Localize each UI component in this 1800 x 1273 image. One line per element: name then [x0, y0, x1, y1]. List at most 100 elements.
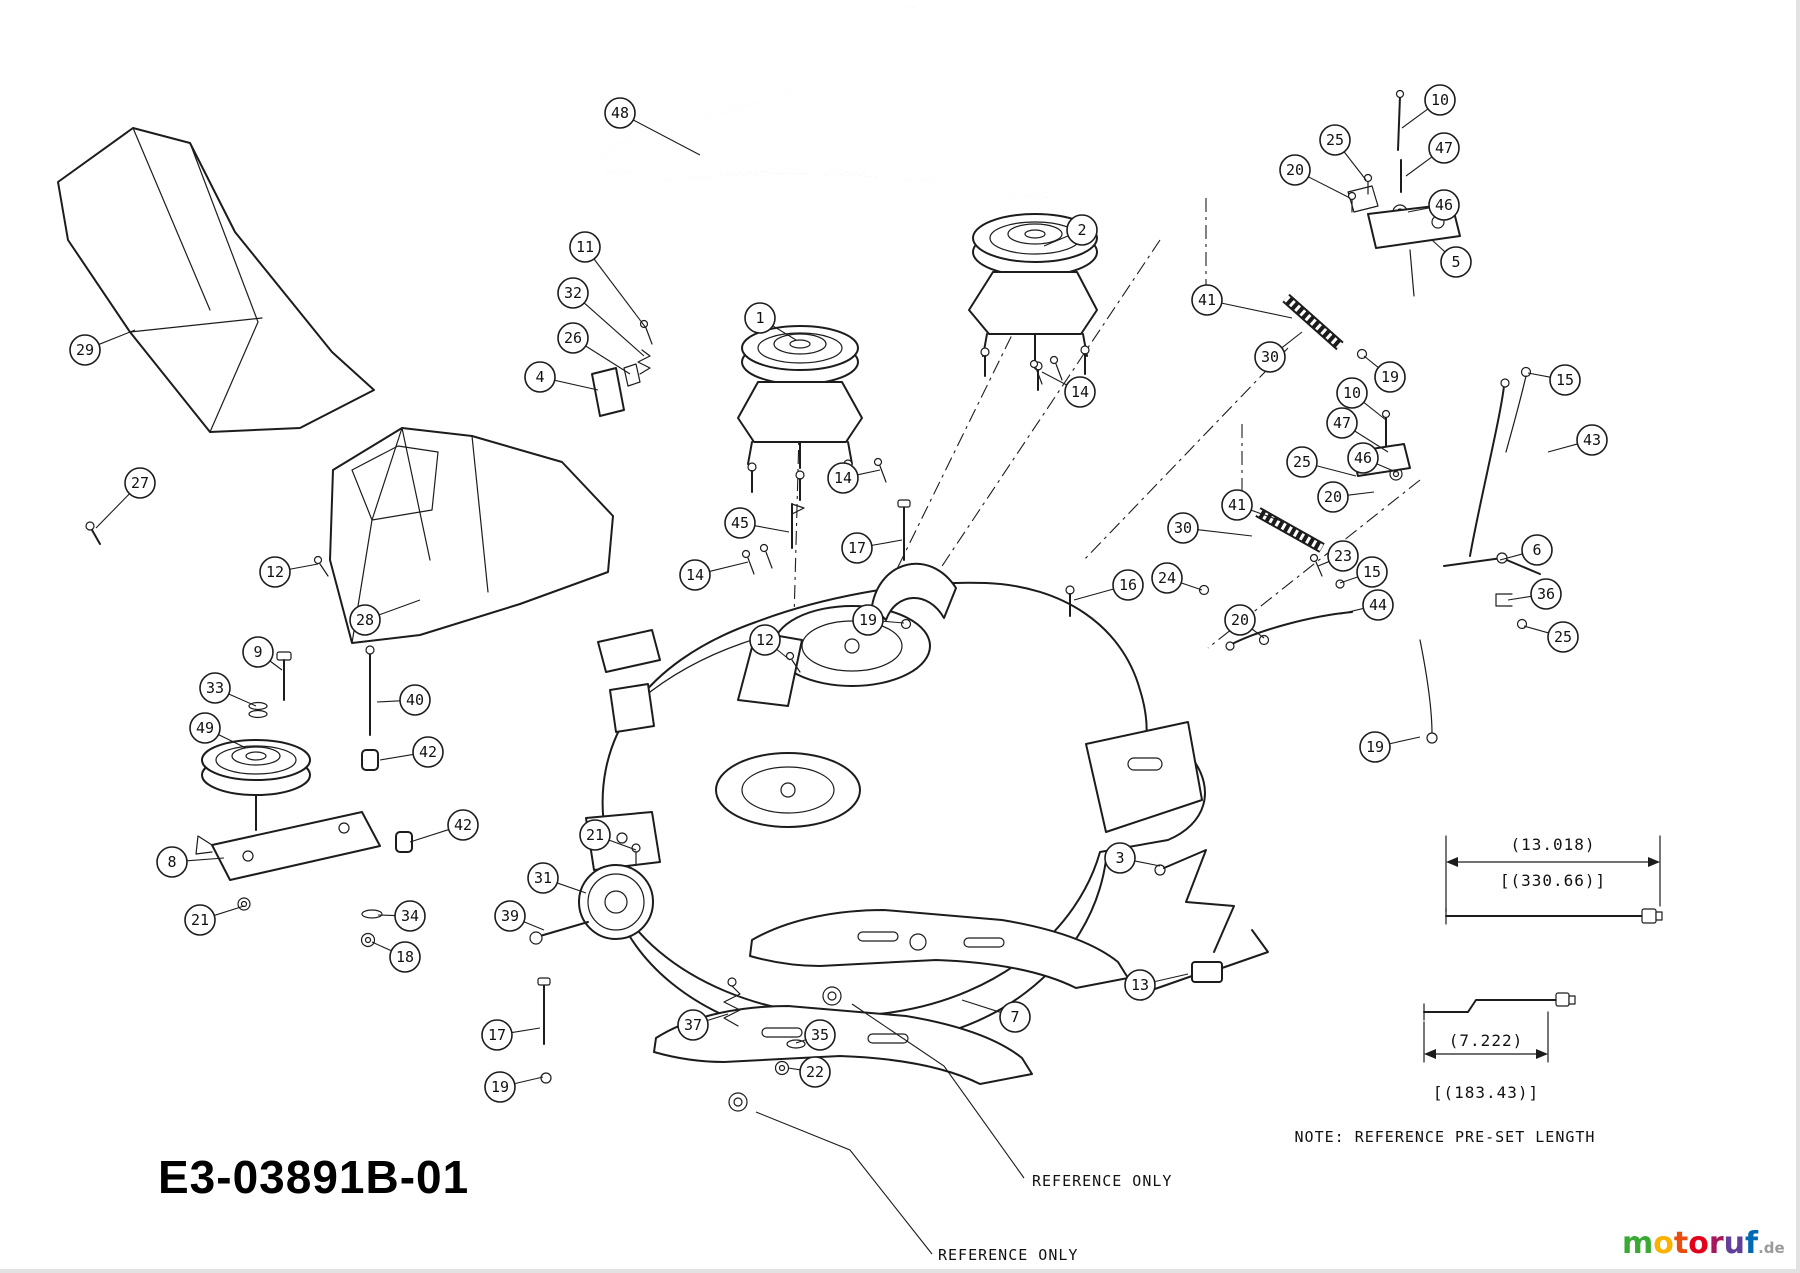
- callout-19: 19: [1363, 355, 1406, 393]
- callout-41: 41: [1191, 284, 1293, 319]
- callout-29: 29: [69, 329, 136, 366]
- callout-10: 10: [1401, 84, 1456, 129]
- svg-text:40: 40: [406, 691, 424, 709]
- callout-13: 13: [1124, 969, 1189, 1001]
- svg-text:14: 14: [686, 566, 704, 584]
- logo-letter: o: [1653, 1226, 1674, 1261]
- diagram-part-number: E3-03891B-01: [158, 1151, 470, 1203]
- callout-46: 46: [1407, 189, 1460, 221]
- svg-text:46: 46: [1354, 449, 1372, 467]
- svg-text:20: 20: [1231, 611, 1249, 629]
- svg-text:48: 48: [611, 104, 629, 122]
- svg-text:19: 19: [1366, 738, 1384, 756]
- idler-pulley-drawing: [195, 645, 413, 948]
- callout-45: 45: [724, 507, 790, 539]
- svg-text:5: 5: [1451, 253, 1460, 271]
- callout-3: 3: [1104, 842, 1161, 874]
- callout-25: 25: [1319, 124, 1367, 181]
- svg-text:12: 12: [756, 631, 774, 649]
- callout-28: 28: [349, 599, 421, 636]
- callout-20: 20: [1279, 154, 1351, 199]
- callout-26: 26: [557, 322, 631, 375]
- dimension-lower-drawing: (7.222) [(183.43)]: [1423, 992, 1576, 1102]
- callout-41: 41: [1221, 489, 1285, 523]
- motoruf-logo-suffix: .de: [1758, 1239, 1785, 1257]
- callout-14: 14: [1041, 371, 1096, 408]
- svg-text:25: 25: [1326, 131, 1344, 149]
- svg-text:34: 34: [401, 907, 419, 925]
- callout-21: 21: [579, 819, 637, 851]
- callout-37: 37: [677, 1009, 729, 1041]
- svg-text:39: 39: [501, 907, 519, 925]
- callout-4: 4: [524, 361, 599, 393]
- callout-19: 19: [852, 604, 905, 636]
- reference-note-group: NOTE: REFERENCE PRE-SET LENGTH REFERENCE…: [755, 1003, 1596, 1264]
- svg-text:26: 26: [564, 329, 582, 347]
- callout-35: 35: [795, 1019, 836, 1051]
- callout-32: 32: [557, 277, 645, 357]
- svg-text:46: 46: [1435, 196, 1453, 214]
- logo-letter: m: [1622, 1226, 1654, 1261]
- callout-47: 47: [1405, 132, 1460, 177]
- svg-text:20: 20: [1286, 161, 1304, 179]
- callout-1: 1: [744, 302, 797, 341]
- svg-text:2: 2: [1077, 221, 1086, 239]
- svg-text:3: 3: [1115, 849, 1124, 867]
- svg-text:20: 20: [1324, 488, 1342, 506]
- svg-text:30: 30: [1261, 348, 1279, 366]
- dim-lower-secondary: [(183.43)]: [1433, 1083, 1539, 1102]
- callout-12: 12: [749, 624, 791, 661]
- callout-17: 17: [841, 532, 903, 564]
- callout-44: 44: [1339, 589, 1394, 621]
- svg-text:11: 11: [576, 238, 594, 256]
- svg-text:25: 25: [1554, 628, 1572, 646]
- dim-lower-primary: (7.222): [1449, 1031, 1523, 1050]
- dim-upper-secondary: [(330.66)]: [1500, 871, 1606, 890]
- svg-text:41: 41: [1198, 291, 1216, 309]
- svg-text:8: 8: [167, 853, 176, 871]
- motoruf-logo-text: motoruf: [1622, 1226, 1758, 1261]
- preset-length-note: NOTE: REFERENCE PRE-SET LENGTH: [1295, 1128, 1596, 1146]
- callout-23: 23: [1317, 540, 1359, 572]
- deflector-chute-drawing: [329, 427, 614, 644]
- callout-34: 34: [377, 900, 426, 932]
- svg-text:18: 18: [396, 948, 414, 966]
- svg-text:23: 23: [1334, 547, 1352, 565]
- svg-text:45: 45: [731, 514, 749, 532]
- svg-text:19: 19: [1381, 368, 1399, 386]
- callout-21: 21: [184, 904, 245, 936]
- callout-47: 47: [1326, 407, 1389, 453]
- blades-drawing: [653, 909, 1129, 1112]
- logo-letter: o: [1688, 1226, 1709, 1261]
- spindle-pulley-1-drawing: [737, 325, 863, 501]
- dimension-upper-drawing: (13.018) [(330.66)]: [1445, 835, 1663, 925]
- callout-30: 30: [1254, 331, 1303, 373]
- svg-text:41: 41: [1228, 496, 1246, 514]
- svg-text:31: 31: [534, 869, 552, 887]
- svg-text:24: 24: [1158, 569, 1176, 587]
- svg-text:42: 42: [454, 816, 472, 834]
- callout-20: 20: [1224, 604, 1265, 639]
- discharge-chute-drawing: [57, 127, 375, 433]
- callout-39: 39: [494, 900, 545, 932]
- svg-text:49: 49: [196, 719, 214, 737]
- callout-8: 8: [156, 846, 225, 878]
- callout-11: 11: [569, 231, 647, 329]
- logo-letter: f: [1745, 1226, 1759, 1261]
- callout-7: 7: [961, 999, 1031, 1033]
- svg-text:7: 7: [1010, 1008, 1019, 1026]
- callout-25: 25: [1286, 446, 1357, 478]
- svg-text:47: 47: [1333, 414, 1351, 432]
- callout-40: 40: [376, 684, 431, 716]
- callout-12: 12: [259, 556, 319, 588]
- svg-text:33: 33: [206, 679, 224, 697]
- callout-49: 49: [189, 712, 247, 749]
- svg-text:10: 10: [1343, 384, 1361, 402]
- callout-48: 48: [604, 97, 701, 156]
- svg-text:28: 28: [356, 611, 374, 629]
- svg-text:21: 21: [586, 826, 604, 844]
- callout-31: 31: [527, 862, 587, 894]
